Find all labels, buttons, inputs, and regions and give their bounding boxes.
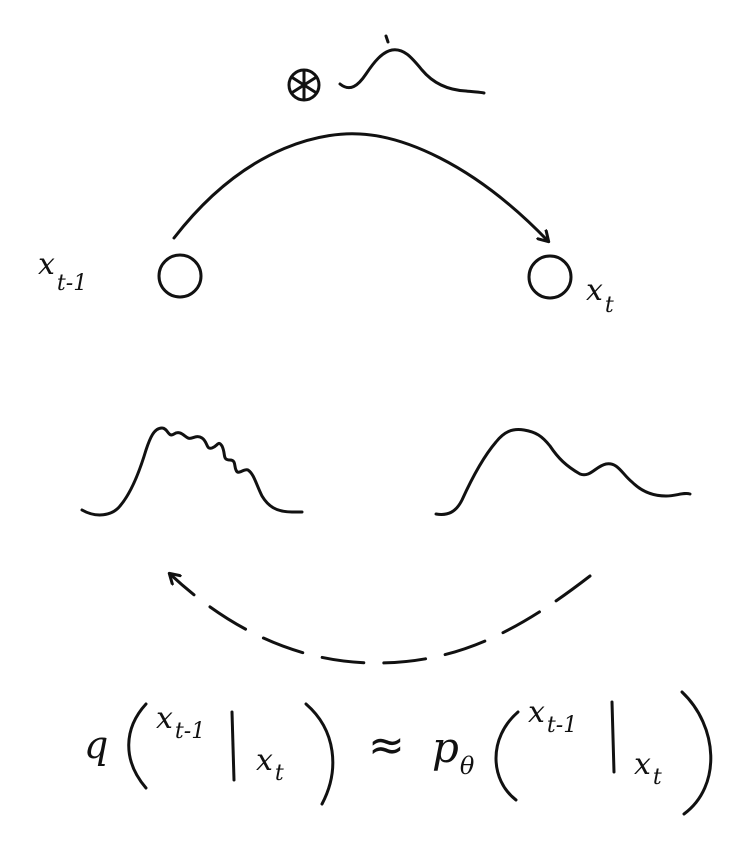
eq-rhs-top-main: x <box>528 695 545 730</box>
eq-rhs-close-paren <box>680 690 713 816</box>
eq-q: q <box>84 723 108 767</box>
reverse-process-arrow <box>170 574 592 665</box>
eq-rhs-bottom-sub: t <box>653 765 662 790</box>
eq-p-theta: pθ <box>432 723 475 780</box>
node-x-t <box>527 254 573 300</box>
forward-process-arrow <box>172 132 548 241</box>
label-x-t-minus-1: xt-1 <box>38 247 87 296</box>
eq-lhs-open-paren <box>127 702 148 790</box>
eq-lhs-top-sub: t-1 <box>175 719 205 744</box>
distribution-curve-x-t <box>434 428 692 516</box>
eq-approx-symbol: ≈ <box>368 720 405 771</box>
eq-lhs-close-paren <box>304 702 335 806</box>
eq-rhs-top-sub: t-1 <box>547 713 577 738</box>
eq-rhs-conditional-bar <box>610 700 616 774</box>
eq-rhs-top: xt-1 <box>528 695 577 738</box>
label-left-main: x <box>38 247 55 282</box>
eq-rhs-bottom-main: x <box>634 747 651 782</box>
eq-lhs-conditional-bar <box>230 710 236 782</box>
eq-lhs-bottom-main: x <box>256 743 273 778</box>
circled-asterisk-icon <box>287 68 321 102</box>
kernel-tick-mark <box>384 34 390 44</box>
gaussian-kernel-curve <box>338 48 486 95</box>
eq-lhs-top-main: x <box>156 701 173 736</box>
label-left-sub: t-1 <box>57 271 87 296</box>
equation: q xt-1 xt ≈ pθ xt-1 xt <box>84 690 713 816</box>
node-x-t-minus-1 <box>157 253 203 299</box>
distribution-curve-x-t-minus-1 <box>80 426 304 517</box>
label-right-sub: t <box>605 293 614 318</box>
eq-p-sub: θ <box>460 752 475 780</box>
eq-lhs-bottom: xt <box>256 743 284 786</box>
eq-rhs-open-paren <box>494 710 520 802</box>
eq-lhs-top: xt-1 <box>156 701 205 744</box>
label-x-t: xt <box>586 273 614 318</box>
label-right-main: x <box>586 273 603 308</box>
eq-rhs-bottom: xt <box>634 747 662 790</box>
eq-lhs-bottom-sub: t <box>275 761 284 786</box>
eq-p: p <box>432 723 459 772</box>
